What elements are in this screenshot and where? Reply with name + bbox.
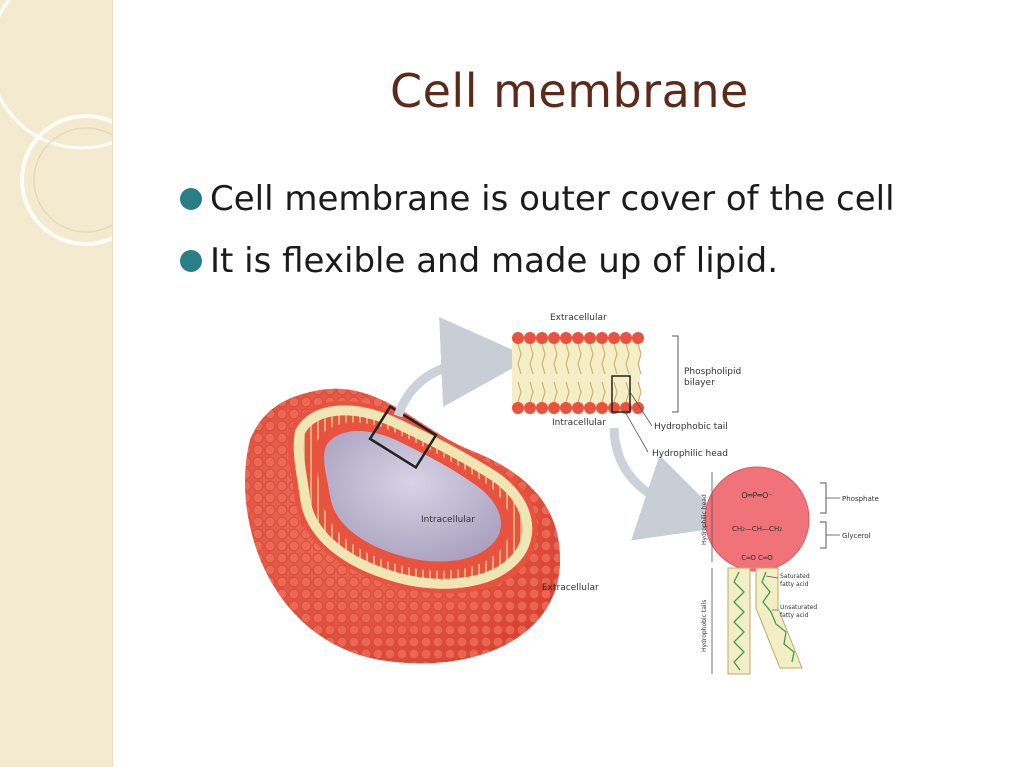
label-glycerol: Glycerol: [842, 532, 871, 540]
bullet-text: It is flexible and made up of lipid.: [210, 241, 779, 281]
bullet-dot-icon: [180, 250, 202, 272]
label-bilayer: bilayer: [684, 378, 715, 388]
svg-text:CH₂—CH—CH₂: CH₂—CH—CH₂: [732, 525, 782, 533]
slide-title: Cell membrane: [390, 64, 749, 118]
sidebar-rings: [0, 0, 112, 246]
phospholipid-molecule: O═P═O⁻ CH₂—CH—CH₂ C═O C═O Phosphate Glyc…: [701, 466, 879, 675]
arrow-to-phospholipid-icon: [609, 427, 731, 541]
bullet-list: Cell membrane is outer cover of the cell…: [180, 168, 895, 292]
label-intracellular-cell: Intracellular: [421, 515, 475, 525]
label-unsaturated-fatty-acid: fatty acid: [780, 612, 809, 619]
label-saturated-fatty-acid: fatty acid: [780, 581, 809, 588]
bullet-item: It is flexible and made up of lipid.: [180, 230, 895, 292]
bullet-item: Cell membrane is outer cover of the cell: [180, 168, 895, 230]
label-hydrophobic-tail: Hydrophobic tail: [654, 422, 728, 432]
label-unsaturated: Unsaturated: [780, 604, 817, 611]
bullet-text: Cell membrane is outer cover of the cell: [210, 179, 895, 219]
label-extracellular-top: Extracellular: [550, 313, 607, 323]
label-intracellular-strip: Intracellular: [552, 418, 606, 428]
label-hydrophilic-head-vertical: Hydrophilic head: [701, 494, 708, 545]
bullet-dot-icon: [180, 188, 202, 210]
label-hydrophobic-tails-vertical: Hydrophobic tails: [701, 600, 708, 652]
arrow-to-bilayer-icon: [393, 317, 531, 418]
svg-text:C═O C═O: C═O C═O: [741, 554, 773, 562]
cell-cutaway: Intracellular Extracellular: [245, 388, 599, 664]
label-saturated: Saturated: [780, 573, 810, 580]
svg-text:O═P═O⁻: O═P═O⁻: [741, 491, 772, 500]
label-phosphate: Phosphate: [842, 495, 879, 503]
label-extracellular-cell: Extracellular: [542, 583, 599, 593]
label-phospholipid-bilayer: Phospholipid: [684, 367, 741, 377]
bilayer-strip: Extracellular Intracellular Phospholipid…: [512, 313, 741, 459]
label-hydrophilic-head: Hydrophilic head: [652, 449, 728, 459]
decorative-sidebar: [0, 0, 113, 767]
